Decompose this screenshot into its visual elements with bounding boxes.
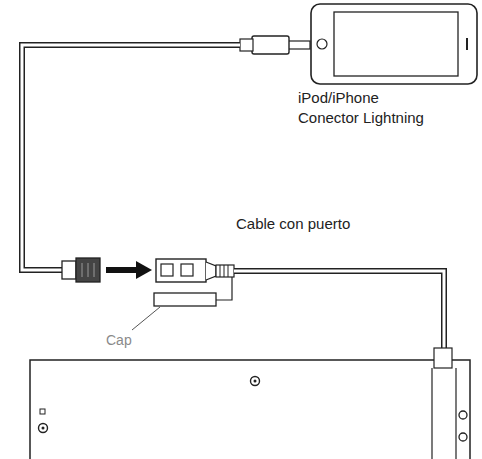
insert-arrow (106, 267, 138, 273)
cable-label: Cable con puerto (236, 214, 350, 234)
usb-port (156, 259, 206, 282)
screw-center (42, 427, 45, 430)
hole (40, 409, 45, 414)
ridge (220, 265, 221, 277)
plug-strain-relief (240, 39, 253, 51)
cap (154, 293, 216, 306)
head-unit (30, 360, 470, 459)
port-collar (206, 262, 216, 280)
insert-arrowhead (136, 261, 152, 279)
phone-body (311, 4, 477, 84)
cap-tether (216, 277, 232, 300)
usb-grip (94, 263, 95, 277)
screw (459, 433, 467, 441)
screw-center (254, 380, 257, 383)
lightning-cable-core (22, 45, 240, 270)
home-button (317, 39, 327, 49)
port-cable-core (234, 271, 444, 356)
usb-grip (88, 263, 89, 277)
ridge (228, 265, 229, 277)
port-strain-relief (216, 265, 234, 277)
speaker-slot (466, 38, 468, 50)
cable-grommet (434, 348, 452, 368)
leader-line (132, 307, 160, 330)
screw (251, 377, 260, 386)
lightning-cable (22, 45, 240, 270)
bracket (455, 368, 456, 459)
bracket (431, 368, 432, 459)
usb-grip (82, 263, 83, 277)
usb-plug (76, 258, 100, 282)
usb-strain-relief (62, 261, 76, 279)
port-cable (234, 271, 444, 356)
screw (39, 424, 48, 433)
part-label: Cap (106, 331, 132, 350)
port-opening (161, 264, 173, 276)
lightning-tip (288, 41, 310, 49)
lightning-plug (252, 36, 289, 54)
screw (459, 411, 467, 419)
phone-screen (334, 12, 458, 76)
port-opening (181, 264, 193, 276)
ridge (224, 265, 225, 277)
device-label: iPod/iPhone Conector Lightning (298, 88, 438, 129)
